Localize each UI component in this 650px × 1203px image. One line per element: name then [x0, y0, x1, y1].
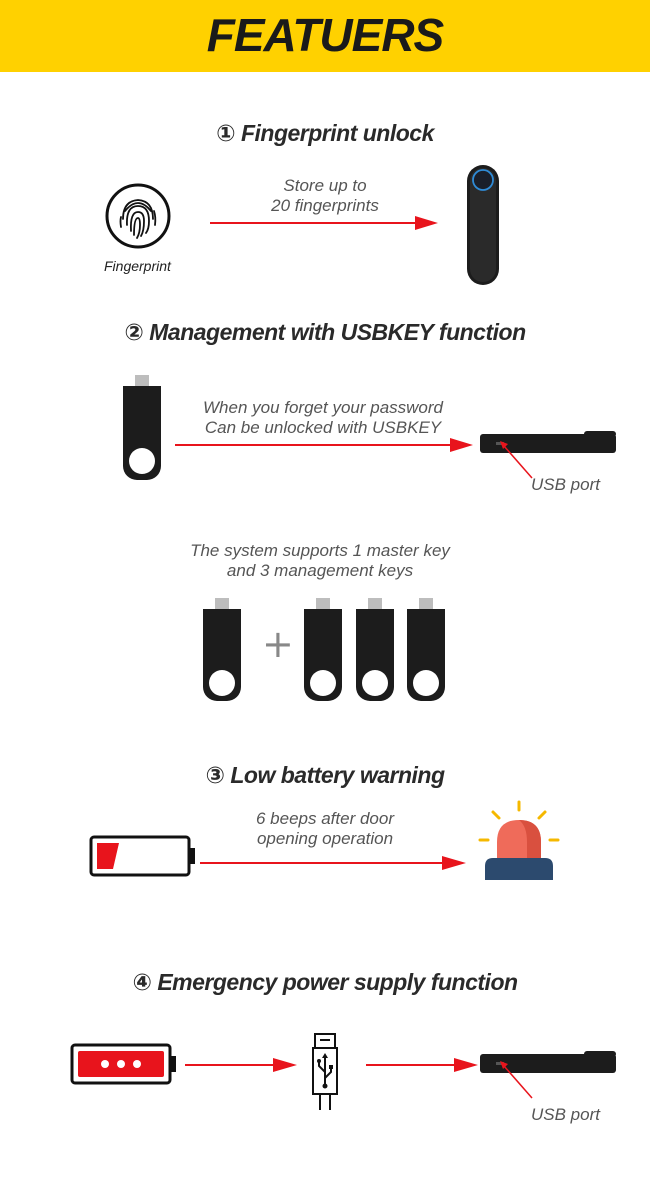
battery-caption: 6 beeps after door opening operation — [220, 809, 430, 849]
usb-port-icon — [480, 1051, 616, 1099]
fingerprint-lock-device — [467, 165, 499, 285]
page-title: FEATUERS — [206, 9, 445, 61]
usb-symbol-icon — [312, 1033, 338, 1110]
red-arrow — [175, 438, 473, 452]
section-heading-battery: ③ Low battery warning — [205, 762, 446, 788]
fingerprint-caption: Store up to 20 fingerprints — [215, 176, 435, 216]
caption-line: When you forget your password — [202, 398, 443, 417]
alarm-light-icon — [478, 800, 560, 880]
fingerprint-icon — [105, 183, 171, 249]
caption-line: Store up to — [283, 176, 367, 195]
management-key-icon — [356, 598, 394, 701]
management-key-icon — [407, 598, 445, 701]
usb-key-icon — [123, 375, 161, 480]
full-battery-icon — [70, 1043, 176, 1085]
section-heading-usbkey: ② Management with USBKEY function — [124, 319, 526, 345]
section-heading-emergency: ④ Emergency power supply function — [132, 969, 518, 995]
red-arrow — [366, 1058, 478, 1072]
caption-line: and 3 management keys — [226, 561, 414, 580]
plus-sign: + — [262, 622, 294, 666]
red-arrow — [200, 856, 466, 870]
fingerprint-label: Fingerprint — [104, 258, 171, 274]
management-key-icon — [304, 598, 342, 701]
title-banner — [0, 0, 650, 72]
usb-port-label: USB port — [531, 475, 600, 494]
caption-line: Can be unlocked with USBKEY — [204, 418, 442, 437]
red-arrow — [210, 216, 438, 230]
master-key-icon — [203, 598, 241, 701]
caption-line: 6 beeps after door — [256, 809, 394, 828]
caption-line: opening operation — [256, 829, 394, 848]
usb-port-label: USB port — [531, 1105, 600, 1124]
keys-caption: The system supports 1 master key and 3 m… — [160, 541, 480, 581]
caption-line: 20 fingerprints — [271, 196, 379, 215]
usbkey-caption: When you forget your password Can be unl… — [178, 398, 468, 438]
caption-line: The system supports 1 master key — [190, 541, 450, 560]
red-arrow — [185, 1058, 297, 1072]
section-heading-fingerprint: ① Fingerprint unlock — [216, 120, 434, 146]
usb-port-icon — [480, 431, 616, 479]
low-battery-icon — [89, 835, 195, 877]
